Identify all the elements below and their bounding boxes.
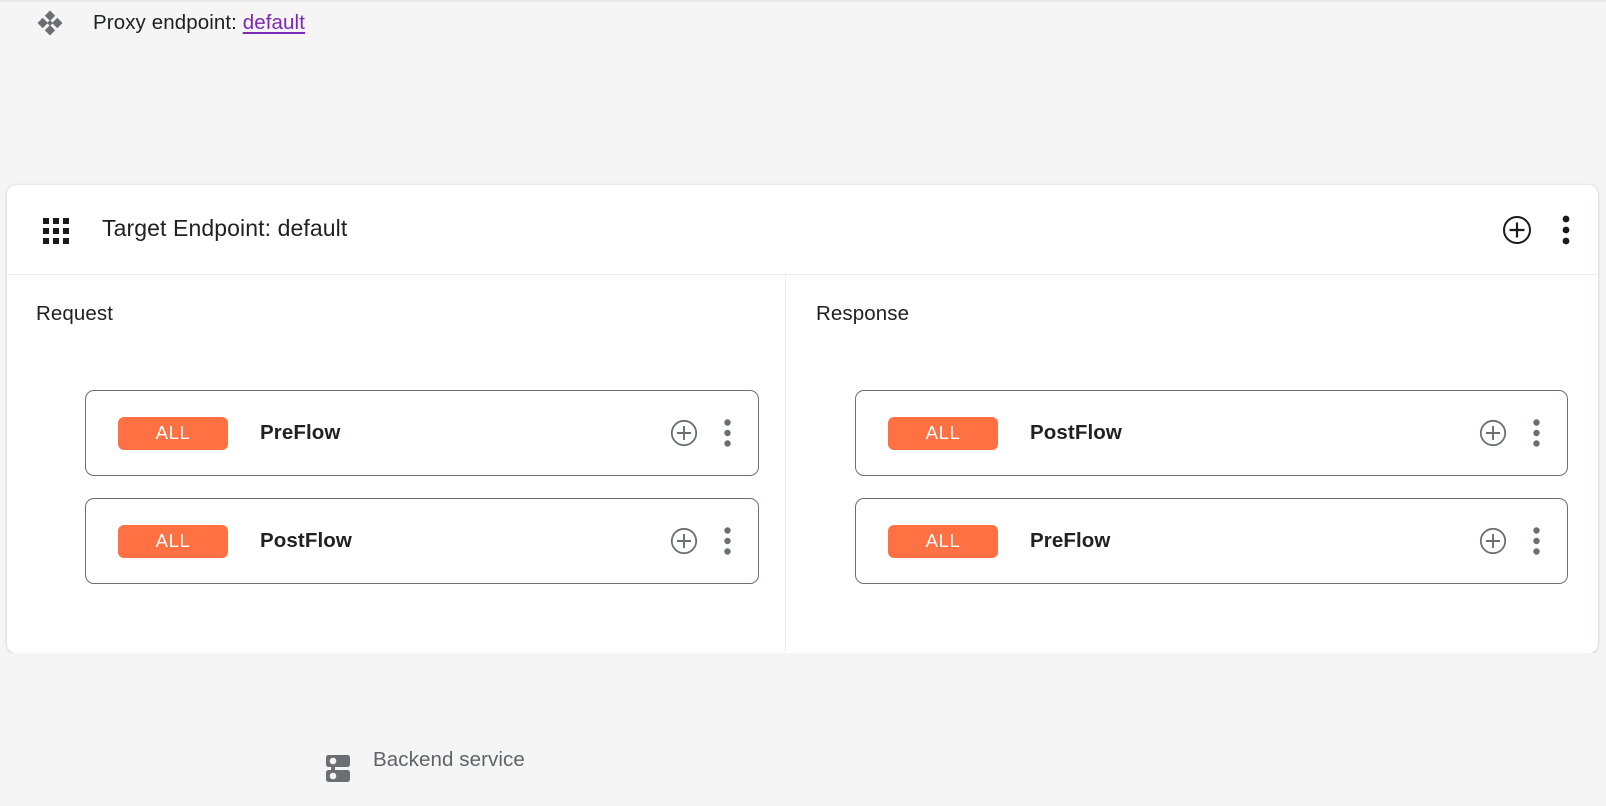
- target-endpoint-header-actions: [1502, 185, 1570, 275]
- target-endpoint-header: Target Endpoint: default: [7, 185, 1598, 275]
- flow-columns: Request ALL PreFlow: [7, 275, 1598, 652]
- flow-name-label: PostFlow: [260, 529, 352, 552]
- more-vert-icon[interactable]: [1562, 215, 1570, 245]
- backend-strip: [0, 653, 1606, 806]
- flow-row-actions: [670, 527, 731, 555]
- more-vert-icon[interactable]: [724, 419, 731, 447]
- status-badge: ALL: [118, 524, 228, 558]
- status-badge: ALL: [118, 416, 228, 450]
- flow-name-label: PreFlow: [1030, 529, 1111, 552]
- proxy-endpoint-strip: Proxy endpoint: default: [0, 0, 1606, 185]
- status-badge: ALL: [888, 416, 998, 450]
- page-title: Target Endpoint: default: [102, 215, 348, 241]
- target-endpoint-card: Target Endpoint: default: [7, 185, 1598, 653]
- request-flow-list: ALL PreFlow: [85, 390, 759, 606]
- request-column-title: Request: [36, 302, 114, 325]
- more-vert-icon[interactable]: [1533, 527, 1540, 555]
- server-icon: [320, 753, 352, 785]
- add-circle-icon[interactable]: [1479, 527, 1507, 555]
- proxy-endpoint-link[interactable]: default: [242, 11, 305, 34]
- more-vert-icon[interactable]: [1533, 419, 1540, 447]
- add-circle-icon[interactable]: [1502, 215, 1532, 245]
- top-divider: [0, 0, 1606, 2]
- response-flow-list: ALL PostFlow: [855, 390, 1568, 606]
- flow-row-response-postflow[interactable]: ALL PostFlow: [855, 390, 1568, 476]
- flow-name-label: PreFlow: [260, 421, 341, 444]
- add-circle-icon[interactable]: [670, 419, 698, 447]
- flow-row-request-preflow[interactable]: ALL PreFlow: [85, 390, 759, 476]
- response-column: Response ALL PostFlow: [786, 275, 1597, 652]
- backend-service-label: Backend service: [373, 748, 525, 771]
- more-vert-icon[interactable]: [724, 527, 731, 555]
- request-column: Request ALL PreFlow: [7, 275, 786, 652]
- flow-row-actions: [1479, 527, 1540, 555]
- flow-name-label: PostFlow: [1030, 421, 1122, 444]
- add-circle-icon[interactable]: [1479, 419, 1507, 447]
- proxy-endpoint-label-text: Proxy endpoint:: [93, 11, 237, 34]
- proxy-endpoint-row: Proxy endpoint: default: [33, 6, 305, 40]
- status-badge: ALL: [888, 524, 998, 558]
- flow-row-request-postflow[interactable]: ALL PostFlow: [85, 498, 759, 584]
- add-circle-icon[interactable]: [670, 527, 698, 555]
- apps-grid-icon: [43, 218, 69, 244]
- flow-row-actions: [1479, 419, 1540, 447]
- proxy-endpoint-label: Proxy endpoint: default: [93, 11, 305, 35]
- flow-row-actions: [670, 419, 731, 447]
- flow-row-response-preflow[interactable]: ALL PreFlow: [855, 498, 1568, 584]
- proxy-diamond-icon: [33, 6, 67, 40]
- response-column-title: Response: [816, 302, 910, 325]
